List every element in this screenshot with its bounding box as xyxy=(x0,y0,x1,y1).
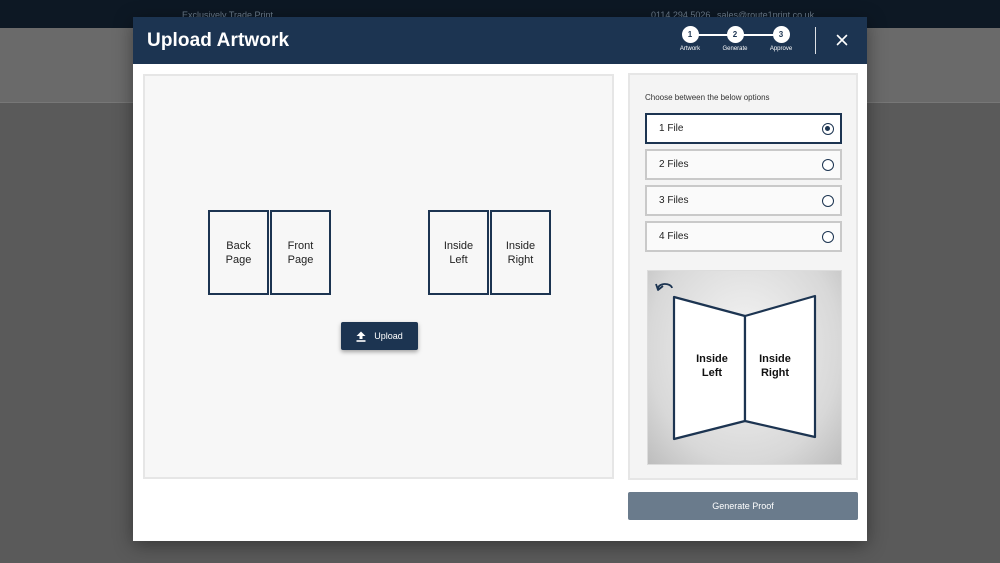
step-artwork: 1 Artwork xyxy=(674,26,706,52)
generate-proof-button[interactable]: Generate Proof xyxy=(628,492,858,520)
close-button[interactable] xyxy=(833,31,851,49)
preview-left-label: Left xyxy=(702,367,723,379)
option-1-file[interactable]: 1 File xyxy=(645,113,842,144)
modal-title: Upload Artwork xyxy=(147,30,290,51)
radio-unchecked-icon[interactable] xyxy=(822,231,834,243)
background-email: sales@route1print.co.uk xyxy=(717,10,815,20)
option-label: 4 Files xyxy=(659,231,689,242)
header-divider xyxy=(815,27,816,54)
upload-button-label: Upload xyxy=(374,331,403,341)
step-label: Approve xyxy=(769,46,793,52)
preview-left-label: Inside xyxy=(696,353,728,365)
page-label: Inside xyxy=(505,239,536,252)
preview-right-label: Right xyxy=(761,367,789,379)
page-label: Left xyxy=(449,253,468,266)
fold-preview-illustration: Inside Left Inside Right xyxy=(655,283,817,441)
step-number: 3 xyxy=(772,26,790,43)
modal-header: Upload Artwork 1 Artwork 2 Generate 3 Ap… xyxy=(133,17,867,64)
step-generate: 2 Generate xyxy=(719,26,751,52)
step-label: Artwork xyxy=(679,46,701,52)
background-tagline: Exclusively Trade Print xyxy=(182,10,274,20)
step-connector xyxy=(741,34,779,36)
upload-icon xyxy=(356,331,366,342)
upload-button[interactable]: Upload xyxy=(341,322,418,350)
background-phone: 0114 294 5026 xyxy=(651,10,711,20)
option-label: 2 Files xyxy=(659,159,689,170)
preview-right-panel xyxy=(743,294,817,439)
page-label: Right xyxy=(507,253,534,266)
step-connector xyxy=(696,34,734,36)
page-label: Front xyxy=(287,239,314,252)
progress-stepper: 1 Artwork 2 Generate 3 Approve xyxy=(679,26,792,62)
page-label: Page xyxy=(287,253,314,266)
step-approve: 3 Approve xyxy=(765,26,797,52)
fold-preview: Inside Left Inside Right xyxy=(647,270,842,465)
close-icon xyxy=(836,34,848,46)
rotate-icon[interactable] xyxy=(655,283,673,291)
option-4-files[interactable]: 4 Files xyxy=(645,221,842,252)
option-label: 1 File xyxy=(659,123,684,134)
preview-right-label: Inside xyxy=(759,353,791,365)
options-prompt: Choose between the below options xyxy=(645,93,770,102)
page-label: Back xyxy=(226,239,251,252)
step-label: Generate xyxy=(722,46,748,52)
page-label: Inside xyxy=(443,239,474,252)
option-label: 3 Files xyxy=(659,195,689,206)
option-3-files[interactable]: 3 Files xyxy=(645,185,842,216)
radio-unchecked-icon[interactable] xyxy=(822,159,834,171)
option-2-files[interactable]: 2 Files xyxy=(645,149,842,180)
step-number: 2 xyxy=(726,26,744,43)
radio-checked-icon[interactable] xyxy=(822,123,834,135)
page-label: Page xyxy=(225,253,252,266)
step-number: 1 xyxy=(681,26,699,43)
options-panel: Choose between the below options 1 File … xyxy=(628,73,858,480)
upload-artwork-modal: Upload Artwork 1 Artwork 2 Generate 3 Ap… xyxy=(133,17,867,541)
radio-unchecked-icon[interactable] xyxy=(822,195,834,207)
